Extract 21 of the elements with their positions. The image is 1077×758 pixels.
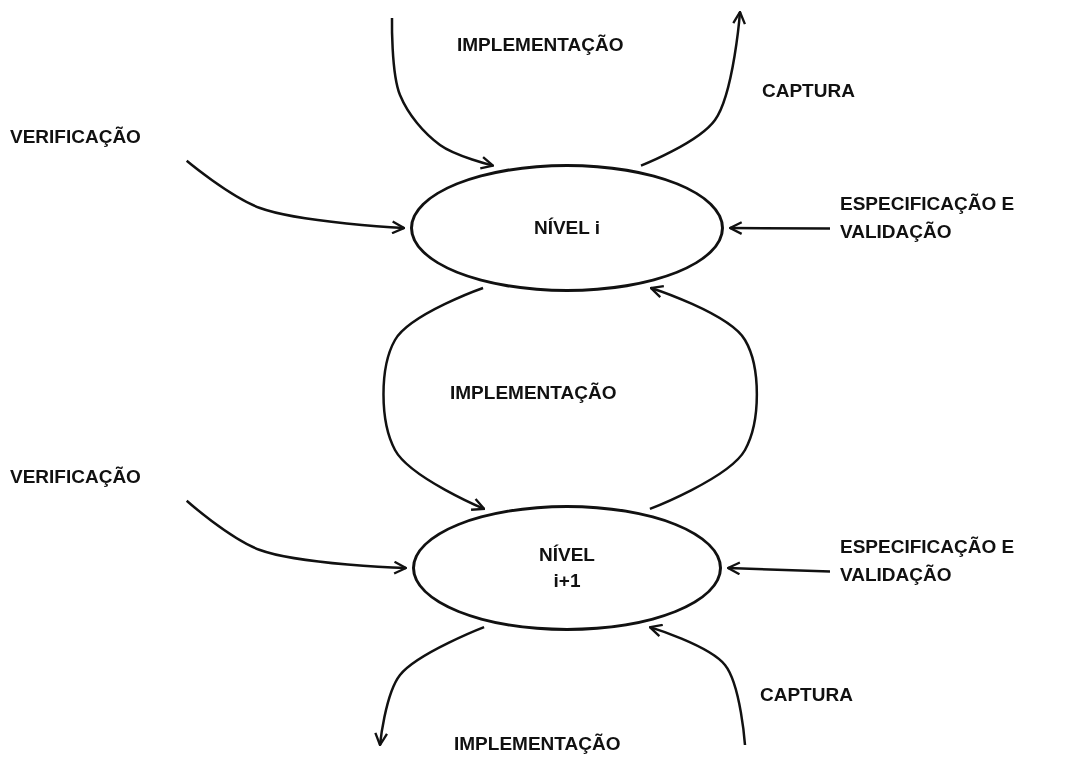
arrow [390,18,495,170]
node-label: ESPECIFICAÇÃO E VALIDAÇÃO [840,192,1016,244]
arrow [185,159,406,235]
arrow [185,499,408,575]
edge-label: IMPLEMENTAÇÃO [452,733,623,755]
node-label: NÍVEL i [532,216,602,241]
arrow [648,623,747,746]
arrow [382,286,486,511]
edge-label: IMPLEMENTAÇÃO [455,34,626,56]
arrow [726,561,831,576]
node-label: ESPECIFICAÇÃO E VALIDAÇÃO [840,535,1016,587]
edge-label: IMPLEMENTAÇÃO [448,382,619,404]
level-ellipse [412,505,722,631]
arrow [649,284,759,510]
arrow [374,626,485,747]
level-ellipse [410,164,724,292]
node-label: VERIFICAÇÃO [10,125,141,149]
arrow [640,10,746,167]
arrow [728,221,830,236]
node-label: NÍVEL i+1 [538,543,596,593]
node-label: VERIFICAÇÃO [10,465,141,489]
